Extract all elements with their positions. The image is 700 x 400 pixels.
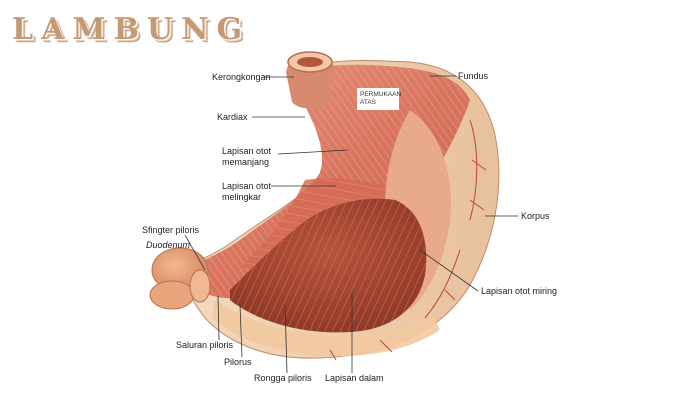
label-kardiax: Kardiax (217, 112, 248, 122)
label-lapisan-otot-memanjang-line1: Lapisan otot (222, 146, 272, 156)
label-pilorus: Pilorus (224, 357, 252, 367)
inner-lining (212, 300, 440, 357)
label-duodenum: Duodenum (146, 240, 191, 250)
label-lapisan-otot-miring: Lapisan otot miring (481, 286, 558, 296)
upper-surface-tag: PERMUKAAN ATAS (357, 88, 401, 110)
label-saluran-piloris: Saluran piloris (176, 340, 234, 350)
label-lapisan-otot-melingkar-line1: Lapisan otot (222, 181, 272, 191)
page-title: LAMBUNG (12, 12, 251, 47)
label-lapisan-otot-memanjang: Lapisan otot memanjang (222, 146, 271, 168)
label-kerongkongan: Kerongkongan (212, 72, 271, 82)
label-lapisan-otot-memanjang-line2: memanjang (222, 157, 270, 167)
label-fundus: Fundus (458, 71, 489, 81)
blood-vessels (329, 119, 487, 361)
label-korpus: Korpus (521, 211, 550, 221)
label-lapisan-otot-melingkar: Lapisan otot melingkar (222, 181, 271, 203)
leader-lines (184, 75, 518, 374)
label-lapisan-otot-melingkar-line2: melingkar (222, 192, 262, 202)
label-rongga-piloris: Rongga piloris (254, 373, 312, 383)
label-lapisan-dalam: Lapisan dalam (325, 373, 384, 383)
label-sfingter-piloris: Sfingter piloris (142, 225, 200, 235)
